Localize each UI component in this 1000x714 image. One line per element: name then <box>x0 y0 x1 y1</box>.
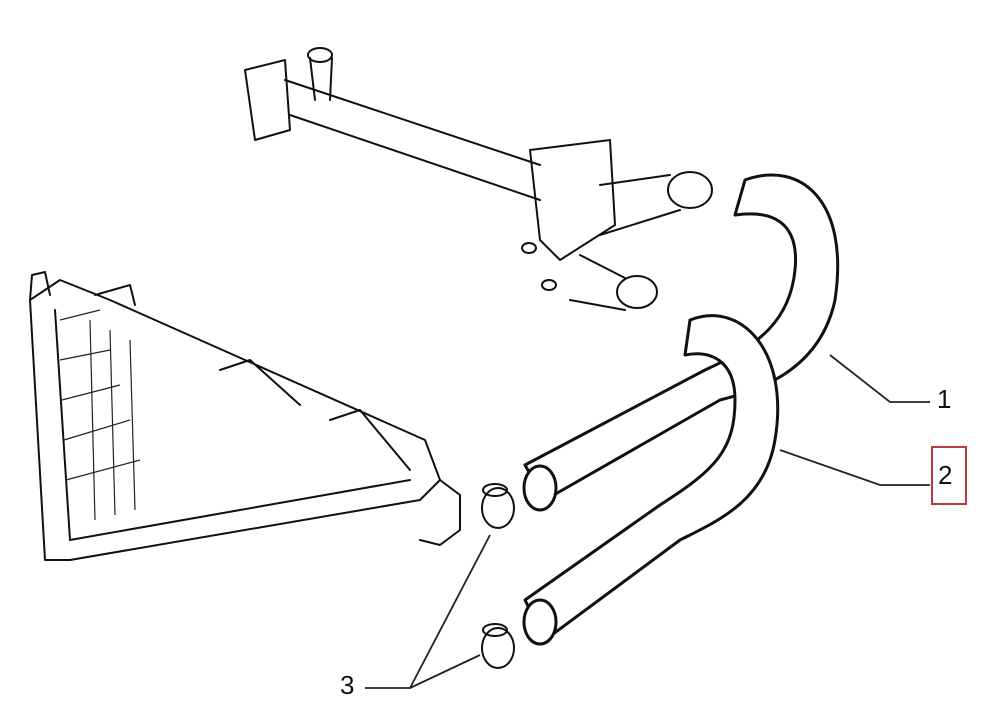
leader-line-2 <box>779 449 930 486</box>
callout-1: 1 <box>937 384 952 414</box>
thermostat-housing <box>244 47 713 311</box>
hose-lower <box>523 314 780 642</box>
hose-upper-end <box>522 464 558 512</box>
hose-clamp <box>481 623 515 669</box>
leader-line-1 <box>829 354 930 403</box>
callout-2: 2 <box>938 460 953 490</box>
hose-lower-end <box>522 598 558 646</box>
leader-line-3 <box>365 534 491 689</box>
callout-3: 3 <box>340 670 355 700</box>
radiator <box>29 271 461 561</box>
callout-2-highlight-box <box>931 446 967 505</box>
hose-clamp <box>481 483 515 529</box>
hose-upper <box>523 173 840 502</box>
